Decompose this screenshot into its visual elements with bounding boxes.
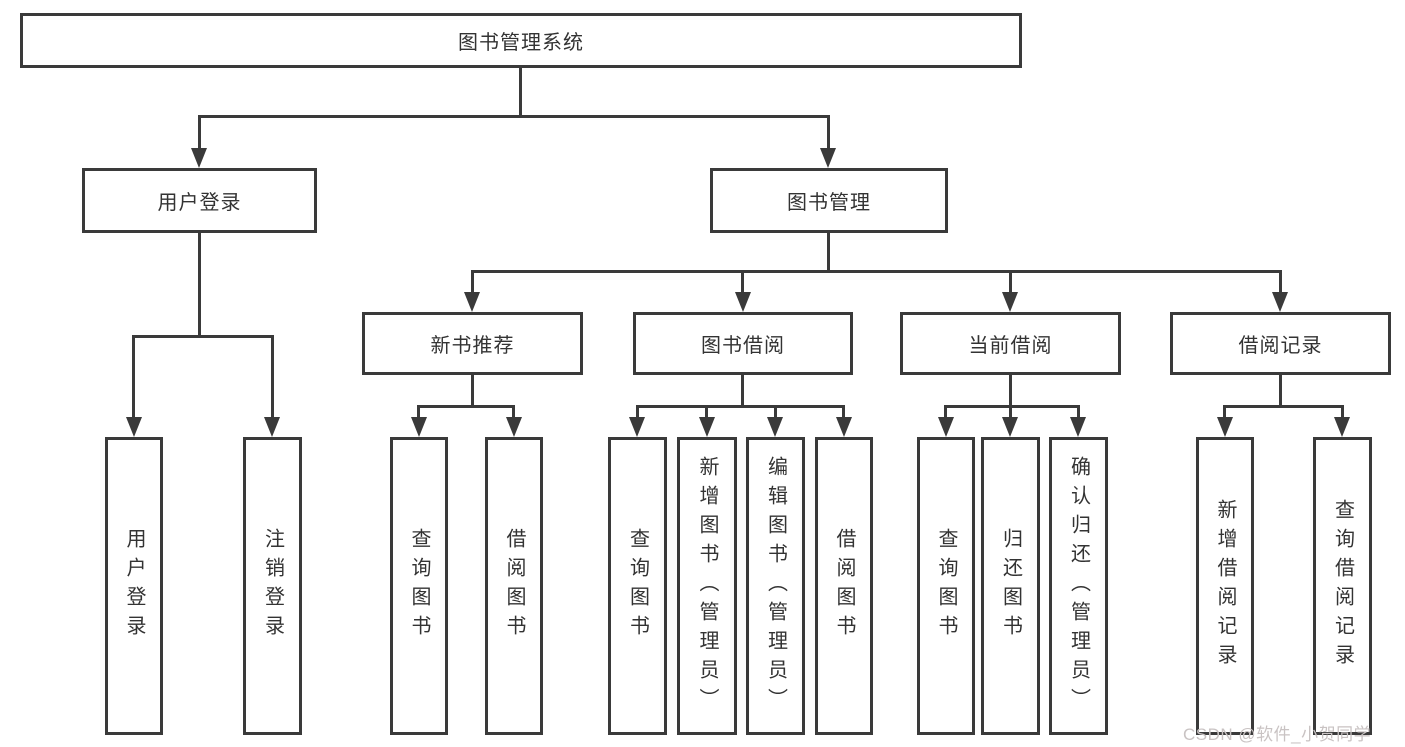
connector-to-leaf-login xyxy=(132,335,135,419)
connector-to-new-book-rec xyxy=(471,270,474,294)
connector-rec-rail xyxy=(418,405,515,408)
connector-to-cur-return xyxy=(1009,405,1012,419)
connector-to-rec-borrow xyxy=(512,405,515,419)
leaf-bor-query: 查询图书 xyxy=(608,437,667,735)
connector-to-rcd-query xyxy=(1341,405,1344,419)
leaf-label: 查询借阅记录 xyxy=(1331,499,1354,673)
arrowhead-bor-add xyxy=(699,417,715,437)
node-book-mgmt: 图书管理 xyxy=(710,168,948,233)
arrowhead-book-borrow xyxy=(735,292,751,312)
connector-borrow-stem xyxy=(741,375,744,407)
connector-current-stem xyxy=(1009,375,1012,407)
leaf-logout: 注销登录 xyxy=(243,437,302,735)
connector-to-book-mgmt xyxy=(827,115,830,150)
csdn-watermark: CSDN @软件_小贺同学 xyxy=(1183,725,1372,744)
leaf-rcd-add: 新增借阅记录 xyxy=(1196,437,1254,735)
connector-to-bor-edit xyxy=(774,405,777,419)
leaf-label: 借阅图书 xyxy=(503,528,525,644)
connector-to-cur-confirm xyxy=(1077,405,1080,419)
leaf-label: 新增借阅记录 xyxy=(1214,499,1236,673)
leaf-cur-return: 归还图书 xyxy=(981,437,1040,735)
connector-current-rail xyxy=(945,405,1079,408)
connector-to-bor-query xyxy=(636,405,639,419)
connector-login-stem xyxy=(198,233,201,337)
arrowhead-bor-borrow xyxy=(836,417,852,437)
connector-to-rec-query xyxy=(417,405,420,419)
node-library-system: 图书管理系统 xyxy=(20,13,1022,68)
leaf-rec-query: 查询图书 xyxy=(390,437,448,735)
arrowhead-bor-edit xyxy=(767,417,783,437)
node-new-book-rec: 新书推荐 xyxy=(362,312,583,375)
connector-records-stem xyxy=(1279,375,1282,407)
connector-mgmt-stem xyxy=(827,233,830,272)
arrowhead-current-borrow xyxy=(1002,292,1018,312)
leaf-cur-confirm-admin: 确认归还（管理员） xyxy=(1049,437,1108,735)
arrowhead-rcd-add xyxy=(1217,417,1233,437)
arrowhead-cur-query xyxy=(938,417,954,437)
leaf-user-login: 用户登录 xyxy=(105,437,163,735)
connector-borrow-rail xyxy=(636,405,844,408)
arrowhead-bor-query xyxy=(629,417,645,437)
arrowhead-cur-confirm xyxy=(1070,417,1086,437)
node-borrow-records: 借阅记录 xyxy=(1170,312,1391,375)
connector-mgmt-rail xyxy=(471,270,1282,273)
leaf-label: 归还图书 xyxy=(999,528,1022,644)
arrowhead-rec-borrow xyxy=(506,417,522,437)
leaf-label: 查询图书 xyxy=(626,528,649,644)
leaf-rcd-query: 查询借阅记录 xyxy=(1313,437,1372,735)
connector-records-rail xyxy=(1224,405,1343,408)
node-book-borrow: 图书借阅 xyxy=(633,312,853,375)
connector-to-rcd-add xyxy=(1223,405,1226,419)
connector-to-user-login xyxy=(198,115,201,150)
leaf-label: 新增图书（管理员） xyxy=(696,455,718,717)
arrowhead-rec-query xyxy=(411,417,427,437)
leaf-cur-query: 查询图书 xyxy=(917,437,975,735)
arrowhead-user-login xyxy=(191,148,207,168)
node-current-borrow: 当前借阅 xyxy=(900,312,1121,375)
arrowhead-borrow-records xyxy=(1272,292,1288,312)
connector-login-rail xyxy=(133,335,274,338)
leaf-label: 注销登录 xyxy=(261,528,284,644)
leaf-bor-edit-admin: 编辑图书（管理员） xyxy=(746,437,805,735)
connector-to-leaf-logout xyxy=(271,335,274,419)
connector-to-bor-add xyxy=(705,405,708,419)
connector-to-borrow-records xyxy=(1279,270,1282,294)
arrowhead-book-mgmt xyxy=(820,148,836,168)
connector-to-book-borrow xyxy=(741,270,744,294)
node-user-login: 用户登录 xyxy=(82,168,317,233)
leaf-rec-borrow: 借阅图书 xyxy=(485,437,543,735)
leaf-label: 确认归还（管理员） xyxy=(1067,455,1090,717)
leaf-bor-add-admin: 新增图书（管理员） xyxy=(677,437,737,735)
leaf-label: 查询图书 xyxy=(935,528,957,644)
connector-root-rail xyxy=(198,115,830,118)
arrowhead-new-book-rec xyxy=(464,292,480,312)
leaf-label: 查询图书 xyxy=(408,528,430,644)
connector-to-cur-query xyxy=(944,405,947,419)
leaf-label: 用户登录 xyxy=(123,528,145,644)
arrowhead-rcd-query xyxy=(1334,417,1350,437)
leaf-label: 编辑图书（管理员） xyxy=(764,455,787,717)
connector-rec-stem xyxy=(471,375,474,407)
connector-to-current-borrow xyxy=(1009,270,1012,294)
arrowhead-leaf-login xyxy=(126,417,142,437)
connector-to-bor-borrow xyxy=(842,405,845,419)
arrowhead-cur-return xyxy=(1002,417,1018,437)
leaf-label: 借阅图书 xyxy=(833,528,855,644)
leaf-bor-borrow: 借阅图书 xyxy=(815,437,873,735)
connector-root-stem xyxy=(519,68,522,117)
arrowhead-leaf-logout xyxy=(264,417,280,437)
